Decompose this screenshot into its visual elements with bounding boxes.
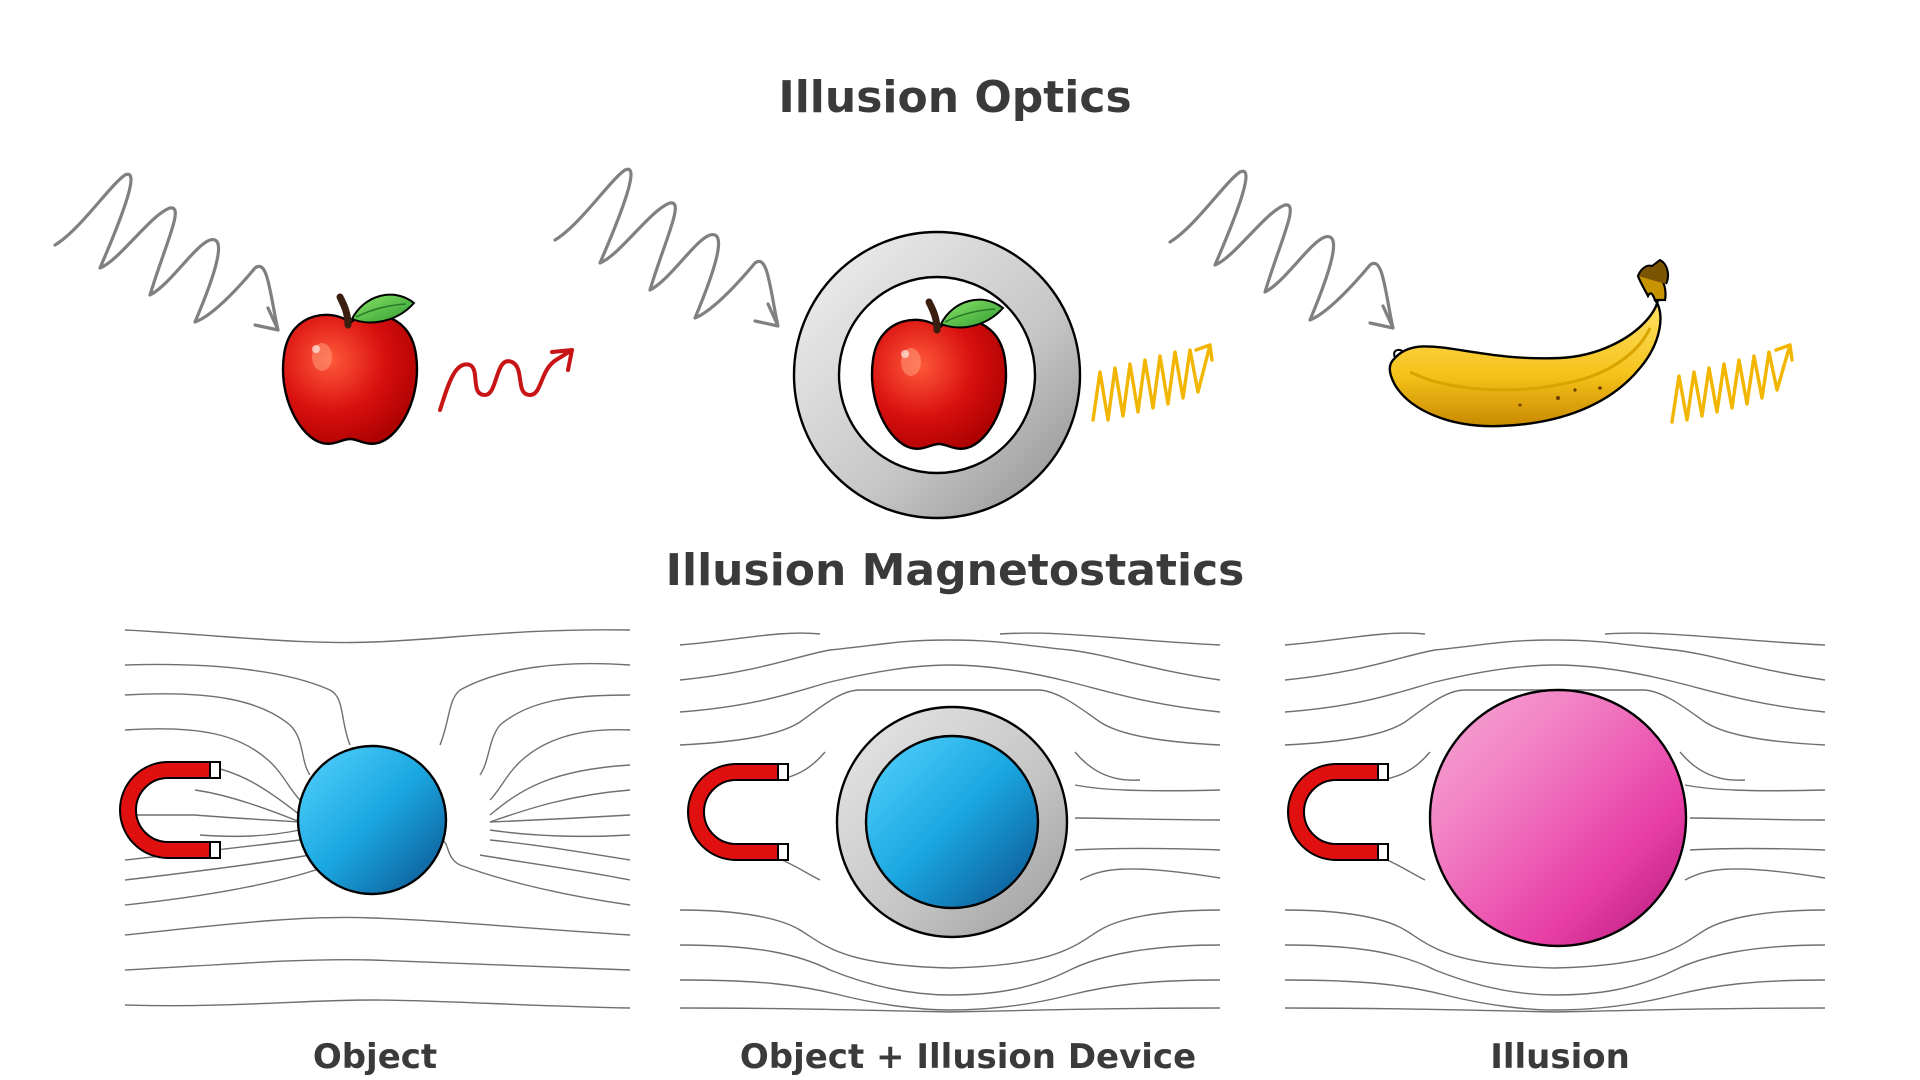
apple-icon — [283, 295, 417, 444]
field-lines — [679, 632, 1221, 1013]
scattered-wave — [438, 348, 574, 412]
field-lines — [124, 629, 631, 1009]
magneto-panel-object: Object — [119, 629, 631, 1077]
incident-wave — [553, 167, 780, 328]
incident-wave — [1168, 169, 1395, 330]
banana-icon — [1388, 258, 1669, 428]
caption-illusion: Illusion — [1490, 1037, 1630, 1077]
magneto-panel-object-device: Object + Illusion Device — [679, 632, 1221, 1077]
pink-sphere — [1428, 688, 1688, 948]
optics-panel-banana — [1168, 169, 1794, 428]
caption-object-device: Object + Illusion Device — [740, 1037, 1196, 1077]
scattered-wave — [1091, 343, 1214, 422]
blue-sphere — [296, 744, 448, 896]
magnet-icon — [119, 761, 221, 859]
optics-title: Illusion Optics — [778, 72, 1131, 123]
magneto-panel-illusion: Illusion — [1284, 632, 1826, 1077]
incident-wave — [53, 172, 280, 332]
scattered-wave — [1670, 343, 1794, 424]
blue-sphere — [864, 734, 1040, 910]
caption-object: Object — [313, 1037, 437, 1077]
optics-panel-apple — [53, 172, 574, 444]
magnet-icon — [1287, 763, 1389, 861]
magnet-icon — [687, 763, 789, 861]
optics-panel-apple-with-device — [553, 167, 1214, 520]
magnetostatics-title: Illusion Magnetostatics — [666, 545, 1245, 596]
